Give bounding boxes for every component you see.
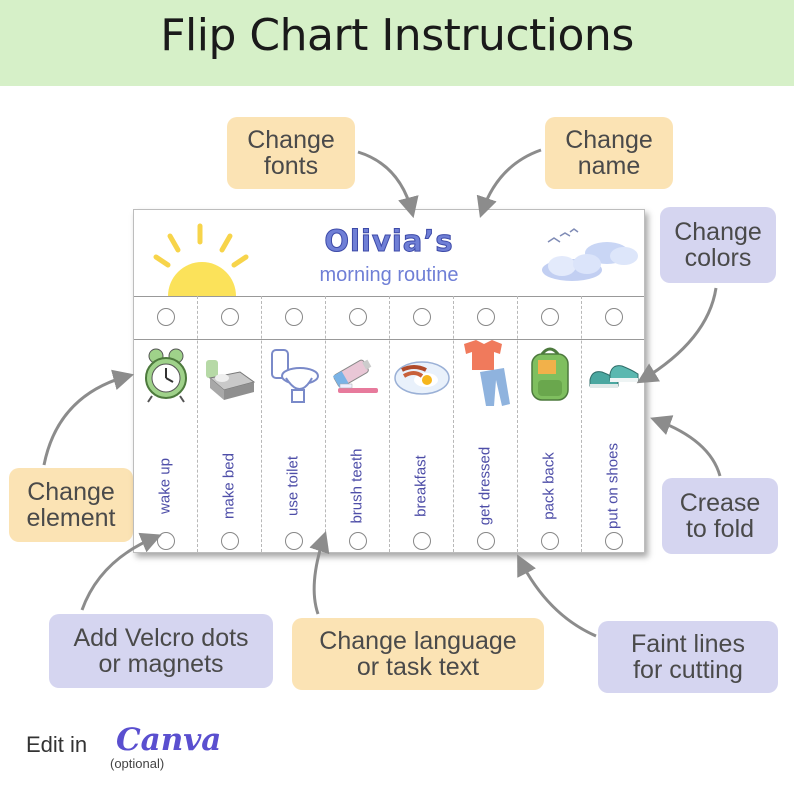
routine-subtitle[interactable]: morning routine xyxy=(319,264,459,286)
arrow-colors xyxy=(636,287,718,384)
task-column: breakfast xyxy=(390,296,454,552)
velcro-dot xyxy=(413,532,431,550)
edit-in-label: Edit in xyxy=(26,732,88,757)
bed-icon xyxy=(206,360,256,400)
velcro-dot xyxy=(221,532,239,550)
callout-change-name: Change name xyxy=(545,117,673,189)
alarm-clock-icon xyxy=(145,348,187,403)
callout-change-fonts: Change fonts xyxy=(227,117,355,189)
flip-chart-card: Olivia’s morning routine wake up make be… xyxy=(133,209,645,553)
backpack-icon xyxy=(531,347,569,401)
callout-change-colors: Change colors xyxy=(660,207,776,283)
velcro-dot xyxy=(605,532,623,550)
velcro-dot xyxy=(157,308,175,326)
velcro-dot xyxy=(605,308,623,326)
arrow-name xyxy=(476,148,542,218)
shoes-icon xyxy=(589,365,639,388)
task-column: pack back xyxy=(518,296,582,552)
callout-velcro-dots: Add Velcro dots or magnets xyxy=(49,614,273,688)
arrow-fonts xyxy=(357,150,419,219)
task-column: use toilet xyxy=(262,296,326,552)
clouds-icon xyxy=(542,228,638,281)
velcro-dot xyxy=(221,308,239,326)
task-column: brush teeth xyxy=(326,296,390,552)
callout-crease-to-fold: Crease to fold xyxy=(662,478,778,554)
velcro-dot xyxy=(285,308,303,326)
arrow-element xyxy=(42,369,135,466)
optional-label: (optional) xyxy=(110,756,165,771)
velcro-dot xyxy=(413,308,431,326)
child-name[interactable]: Olivia’s xyxy=(324,224,454,259)
title-banner: Flip Chart Instructions xyxy=(0,0,794,86)
toilet-icon xyxy=(271,349,319,403)
velcro-dot xyxy=(541,532,559,550)
velcro-dot xyxy=(541,308,559,326)
callout-faint-lines: Faint lines for cutting xyxy=(598,621,778,693)
arrow-language xyxy=(309,531,330,615)
toothbrush-icon xyxy=(332,359,378,393)
arrow-crease xyxy=(650,415,722,477)
arrow-velcro xyxy=(80,532,162,611)
callout-change-language: Change language or task text xyxy=(292,618,544,690)
callout-change-element: Change element xyxy=(9,468,133,542)
breakfast-plate-icon xyxy=(394,361,450,395)
velcro-dot xyxy=(477,308,495,326)
velcro-dot xyxy=(477,532,495,550)
card-header: Olivia’s morning routine xyxy=(134,210,644,297)
sun-icon xyxy=(153,223,249,296)
task-column: put on shoes xyxy=(582,296,645,552)
velcro-dot xyxy=(349,532,367,550)
clothes-icon xyxy=(464,340,510,406)
task-column: make bed xyxy=(198,296,262,552)
page-title: Flip Chart Instructions xyxy=(160,10,634,61)
task-column: get dressed xyxy=(454,296,518,552)
arrow-faint xyxy=(517,554,597,638)
canva-logo: Canva xyxy=(116,722,222,758)
velcro-dot xyxy=(349,308,367,326)
velcro-dot xyxy=(285,532,303,550)
